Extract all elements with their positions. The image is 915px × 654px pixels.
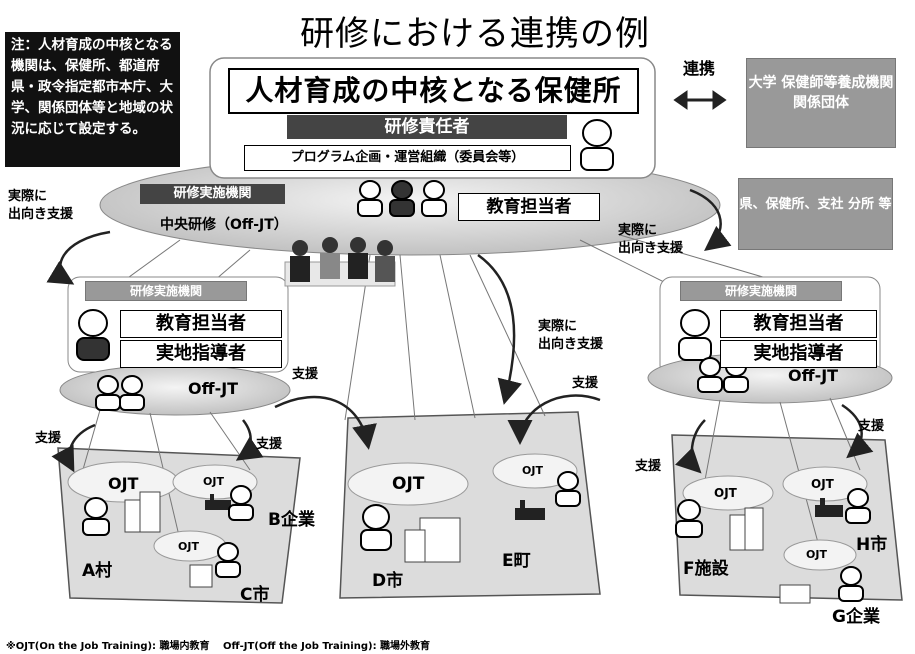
training-responsible-bar: 研修責任者 — [287, 115, 567, 139]
site-c: C市 — [240, 585, 270, 605]
site-a: A村 — [82, 561, 113, 581]
dispatch-support-center: 実際に出向き支援 — [538, 319, 604, 352]
support-label-5: 支援 — [635, 459, 662, 474]
support-label-1: 支援 — [292, 367, 319, 382]
ojt-label-h: OJT — [811, 477, 834, 491]
left-educator-box: 教育担当者 — [120, 310, 282, 338]
support-label-2: 支援 — [572, 376, 599, 391]
left-offjt-ellipse — [59, 364, 291, 416]
program-committee-box: プログラム企画・運営組織（委員会等） — [244, 145, 571, 171]
site-g: G企業 — [832, 607, 880, 627]
note-box: 注：人材育成の中核となる機関は、保健所、都道府県・政令指定都市本庁、大学、関係団… — [5, 32, 180, 167]
central-training-label: 中央研修（Off-JT） — [160, 217, 288, 233]
support-label-4: 支援 — [256, 437, 283, 452]
left-field-instructor-box: 実地指導者 — [120, 340, 282, 368]
link-label: 連携 — [683, 59, 716, 78]
factory-icons — [205, 494, 843, 520]
support-label-3: 支援 — [35, 431, 62, 446]
right-field-instructor-box: 実地指導者 — [720, 340, 877, 368]
building-icons — [124, 491, 811, 604]
left-institution-label: 研修実施機関 — [85, 281, 247, 301]
right-educator-box: 教育担当者 — [720, 310, 877, 338]
site-e: E町 — [502, 551, 531, 571]
ojt-label-b: OJT — [203, 475, 224, 488]
ojt-label-e: OJT — [522, 464, 543, 477]
right-offjt-label: Off-JT — [788, 366, 839, 385]
partner-box: 大学 保健師等養成機関 関係団体 — [746, 58, 896, 148]
right-institution-label: 研修実施機関 — [680, 281, 842, 301]
meeting-people-image — [284, 237, 396, 287]
ojt-clouds — [67, 453, 868, 571]
site-b: B企業 — [268, 510, 315, 530]
support-label-6: 支援 — [858, 419, 885, 434]
link-double-arrow — [673, 90, 727, 110]
dispatch-support-left: 実際に出向き支援 — [8, 189, 74, 222]
core-health-center-heading: 人材育成の中核となる保健所 — [228, 68, 639, 114]
center-institution-label: 研修実施機関 — [140, 184, 285, 204]
regional-office-box: 県、保健所、支社 分所 等 — [738, 178, 893, 250]
footnote: ※OJT(On the Job Training): 職場内教育 Off-JT(… — [6, 641, 431, 652]
center-educator-box: 教育担当者 — [458, 193, 600, 221]
ojt-label-a: OJT — [108, 474, 139, 493]
ojt-label-c: OJT — [178, 540, 199, 553]
site-d: D市 — [372, 571, 404, 591]
person-icons — [76, 119, 871, 602]
arrows — [46, 188, 874, 474]
left-offjt-label: Off-JT — [188, 379, 239, 398]
site-f: F施設 — [683, 559, 729, 579]
dispatch-support-right: 実際に出向き支援 — [618, 223, 684, 256]
ojt-label-d: OJT — [392, 474, 425, 494]
ojt-label-f: OJT — [714, 486, 737, 500]
site-h: H市 — [856, 535, 888, 555]
ojt-label-g: OJT — [806, 548, 827, 561]
page-title: 研修における連携の例 — [300, 14, 650, 54]
